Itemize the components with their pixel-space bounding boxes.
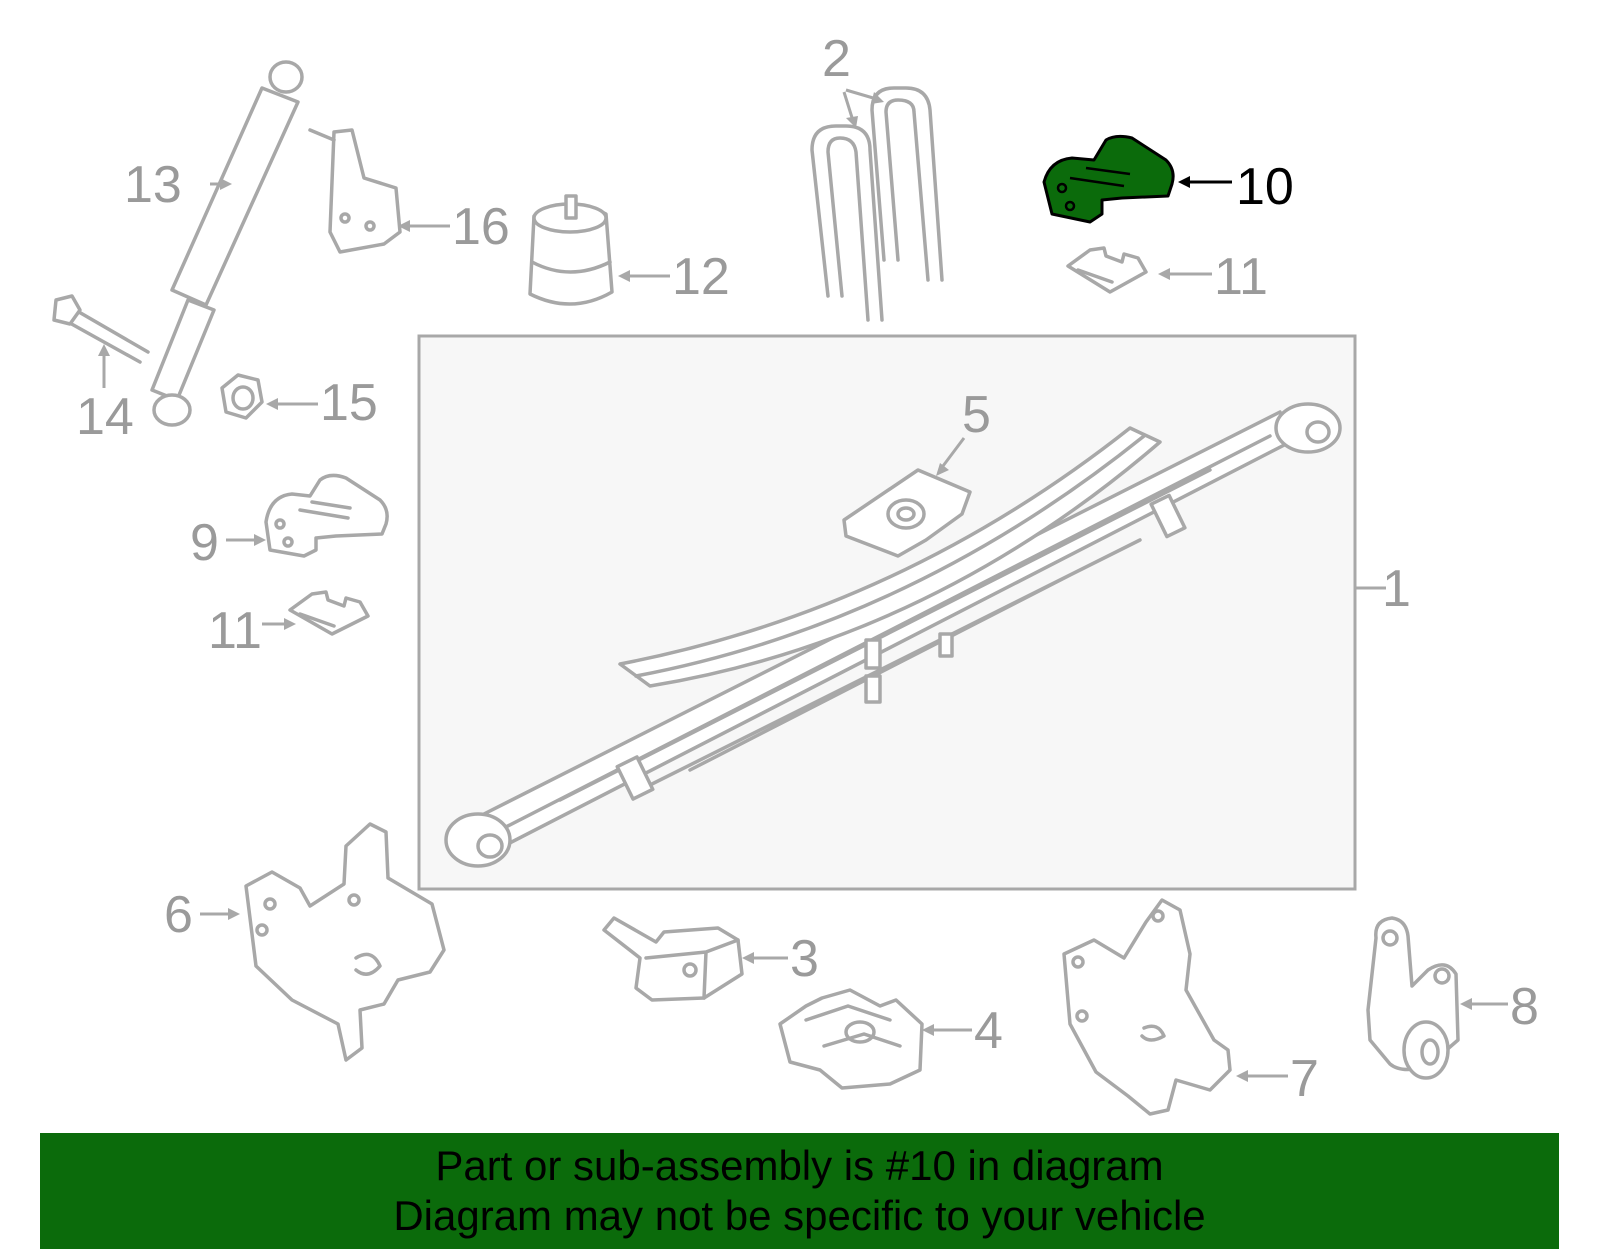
callout-12: 12 [672,248,730,306]
part-15-nut[interactable] [220,373,264,420]
callout-11-lower: 11 [208,602,262,660]
callout-4: 4 [974,1002,1003,1060]
part-11-insulator-lower[interactable] [288,590,370,636]
part-7-hanger-bracket[interactable] [1062,898,1232,1116]
callout-10-highlighted: 10 [1236,158,1294,216]
callout-2: 2 [822,30,851,88]
part-16-shock-bracket[interactable] [308,128,402,254]
part-2-u-bolts[interactable] [810,86,944,322]
part-9-bracket[interactable] [264,473,389,558]
part-12-jounce-bumper[interactable] [528,194,614,306]
callout-labels: 13 16 12 2 10 11 14 15 9 11 5 1 6 3 4 7 … [76,30,1539,1108]
callout-13: 13 [124,156,182,214]
part-1-leaf-spring[interactable] [444,402,1342,868]
callout-7: 7 [1290,1050,1319,1108]
banner-line-2: Diagram may not be specific to your vehi… [393,1192,1206,1239]
part-6-hanger-bracket[interactable] [244,822,446,1062]
info-banner: Part or sub-assembly is #10 in diagram D… [40,1133,1559,1249]
banner-line-1: Part or sub-assembly is #10 in diagram [435,1142,1164,1189]
part-14-bolt[interactable] [52,294,150,364]
callout-5: 5 [962,386,991,444]
callout-3: 3 [790,930,819,988]
leader-lines [98,88,1508,1082]
part-11-insulator-upper[interactable] [1066,246,1148,294]
callout-11-upper: 11 [1214,248,1268,306]
part-5-spring-plate[interactable] [842,468,972,558]
part-8-shackle[interactable] [1366,916,1460,1080]
callout-9: 9 [190,514,219,572]
part-13-shock-absorber[interactable] [150,60,304,427]
part-4-spring-seat[interactable] [778,988,924,1090]
callout-15: 15 [320,374,378,432]
part-10-bracket-highlighted[interactable] [1042,134,1175,224]
part-3-spacer-block[interactable] [602,916,744,1002]
callout-8: 8 [1510,978,1539,1036]
callout-1: 1 [1382,560,1411,618]
callout-6: 6 [164,886,193,944]
callout-14: 14 [76,388,134,446]
callout-16: 16 [452,198,510,256]
